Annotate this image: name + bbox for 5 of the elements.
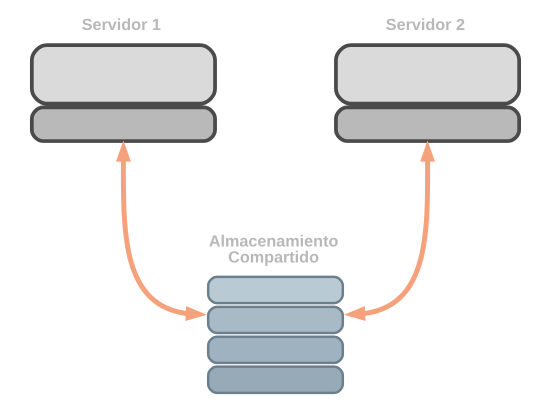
arrow <box>115 140 206 322</box>
node-label: Almacenamiento Compartido <box>208 232 338 266</box>
node-label: Servidor 2 <box>385 16 464 34</box>
arrow <box>344 140 435 322</box>
node-label: Servidor 1 <box>81 16 160 34</box>
